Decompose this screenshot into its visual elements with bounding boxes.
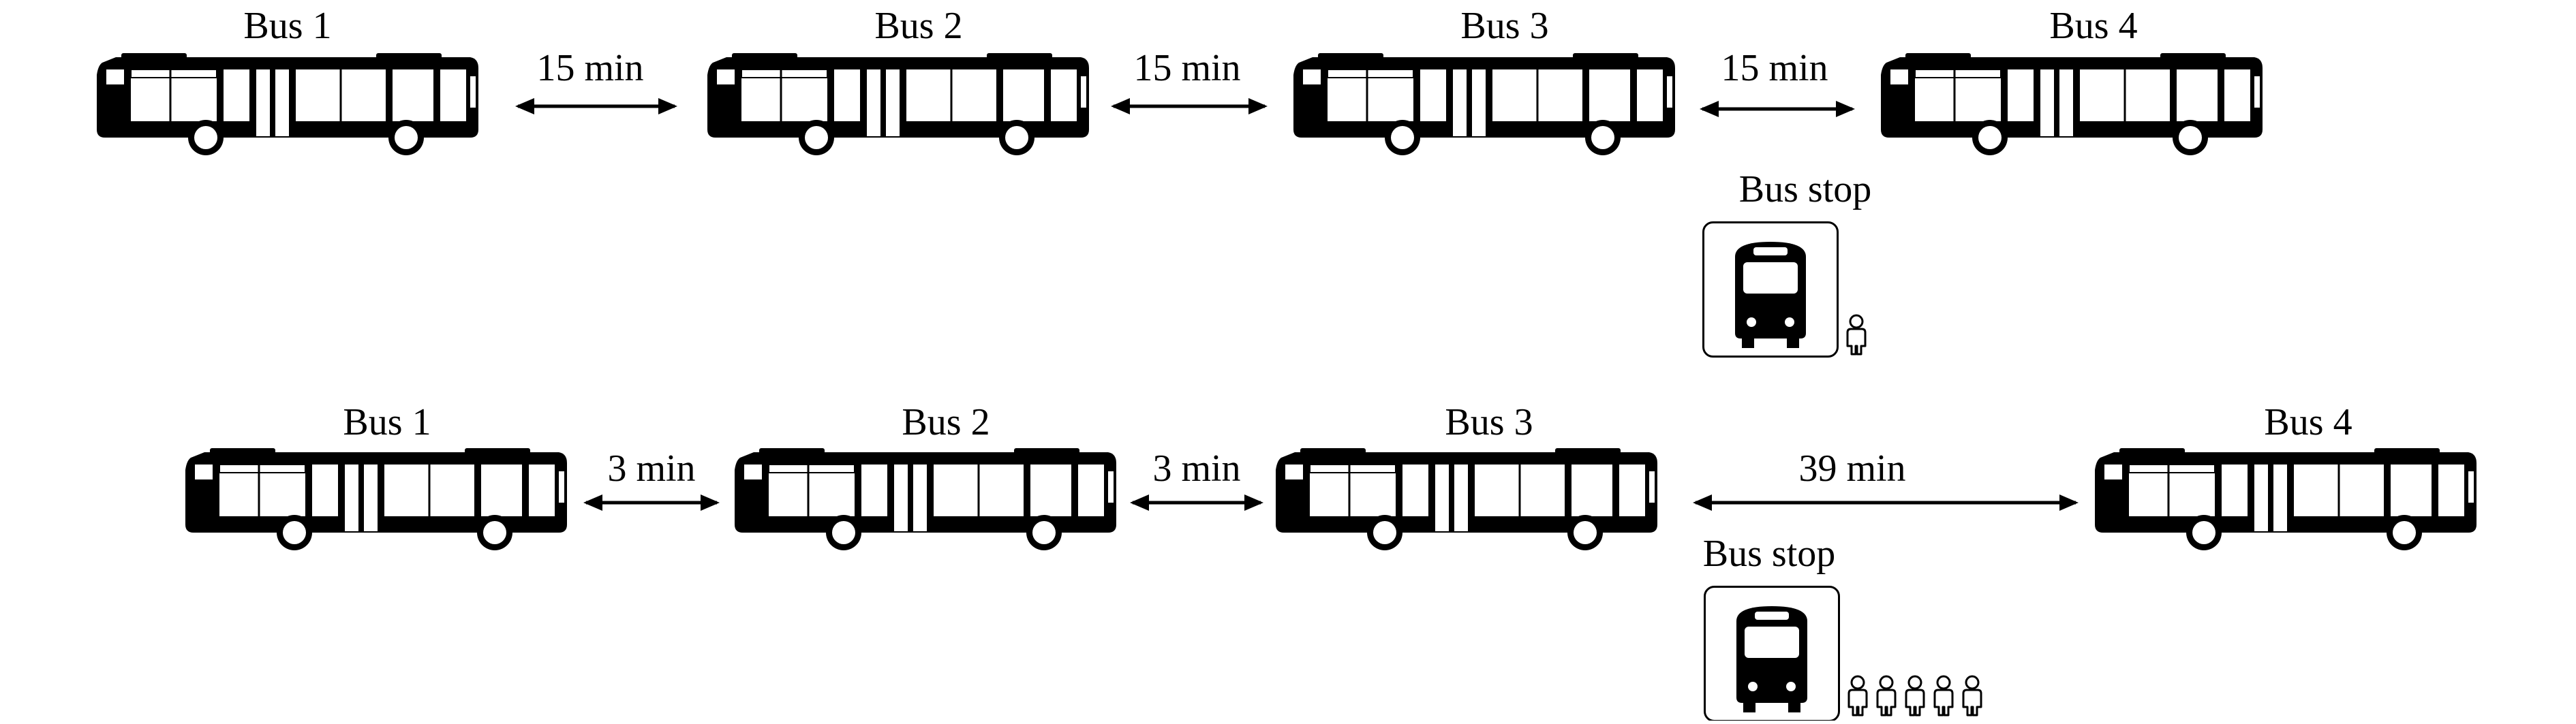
person-icon	[1847, 675, 1868, 717]
bus-icon	[2094, 447, 2478, 552]
bus-label: Bus 3	[1460, 5, 1548, 47]
bus-front-icon	[1704, 586, 1840, 722]
person-icon	[1876, 675, 1897, 717]
double-arrow	[1693, 494, 2079, 511]
double-arrow	[583, 494, 720, 511]
bus-label: Bus 4	[2264, 401, 2352, 443]
bus-icon	[184, 447, 568, 552]
bus-label: Bus 4	[2049, 5, 2137, 47]
gap-label: 15 min	[536, 47, 643, 89]
bus-label: Bus 2	[874, 5, 962, 47]
gap-label: 3 min	[607, 447, 695, 490]
double-arrow	[1700, 101, 1855, 117]
scenario-top: Bus 1 Bus 2 Bus 3 Bus 4 15 min 15 min 15…	[95, 5, 2264, 358]
gap-label: 15 min	[1133, 47, 1240, 89]
bus-stop-label: Bus stop	[1703, 533, 1836, 575]
person-icon	[1905, 675, 1925, 717]
bus-label: Bus 3	[1445, 401, 1533, 443]
gap-label: 15 min	[1721, 47, 1828, 89]
scenario-bottom: Bus 1 Bus 2 Bus 3 Bus 4 3 min 3 min 39 m…	[184, 401, 2478, 722]
bus-icon	[706, 52, 1090, 157]
bus-label: Bus 1	[343, 401, 431, 443]
waiting-passengers	[1847, 675, 1982, 717]
bus-icon	[1274, 447, 1659, 552]
bus-label: Bus 1	[243, 5, 331, 47]
bus-icon	[1292, 52, 1676, 157]
bus-icon	[95, 52, 480, 157]
waiting-passengers	[1846, 314, 1867, 356]
bus-label: Bus 2	[902, 401, 990, 443]
bus-icon	[733, 447, 1118, 552]
gap-label: 39 min	[1798, 447, 1905, 490]
double-arrow	[1111, 98, 1268, 114]
person-icon	[1962, 675, 1982, 717]
person-icon	[1846, 314, 1867, 356]
double-arrow	[515, 98, 677, 114]
gap-label: 3 min	[1152, 447, 1240, 490]
person-icon	[1933, 675, 1954, 717]
bus-stop-label: Bus stop	[1739, 168, 1872, 210]
bus-front-icon	[1702, 221, 1839, 358]
bus-icon	[1880, 52, 2264, 157]
double-arrow	[1130, 494, 1263, 511]
